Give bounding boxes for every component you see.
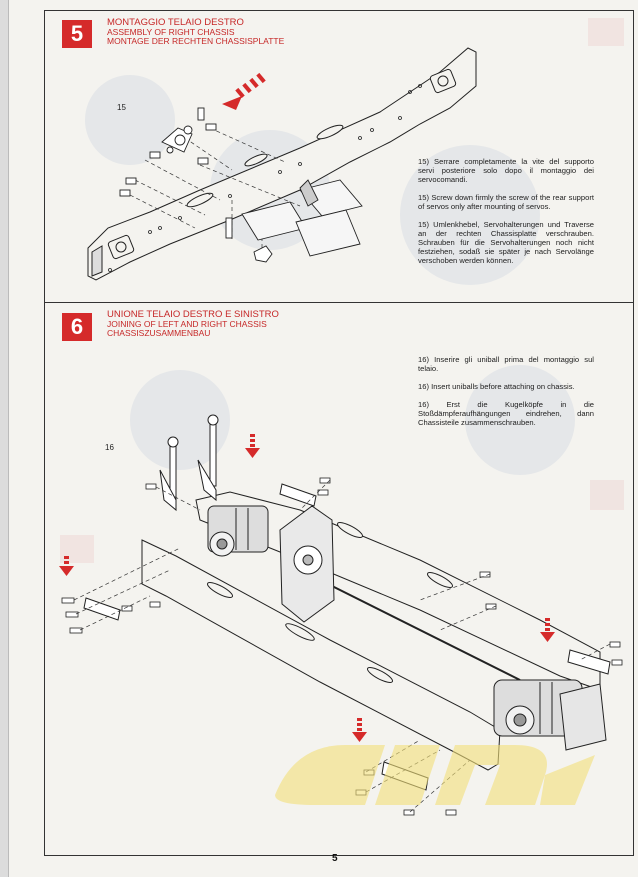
arrow-indicator-5 — [222, 72, 266, 110]
right-chassis-plate — [87, 47, 477, 281]
arrow-indicators-6 — [59, 434, 555, 742]
title-de: CHASSISZUSAMMENBAU — [107, 328, 211, 338]
instruction-en: 15) Screw down firmly the screw of the r… — [418, 193, 594, 211]
page-edge — [0, 0, 9, 877]
gearbox — [279, 505, 335, 623]
servo-mounts — [241, 179, 363, 257]
drive-shaft — [299, 569, 521, 681]
title-en: ASSEMBLY OF RIGHT CHASSIS — [107, 26, 235, 37]
watermark-logo — [275, 745, 595, 805]
title-it: MONTAGGIO TELAIO DESTRO — [107, 17, 244, 28]
shock-towers — [159, 414, 219, 512]
left-chassis-plate — [141, 539, 501, 771]
title-en: JOINING OF LEFT AND RIGHT CHASSIS — [107, 318, 267, 329]
hole-dots — [108, 84, 422, 272]
front-motor — [207, 505, 269, 557]
bellcrank-parts — [119, 107, 273, 263]
instruction-de: 15) Umlenkhebel, Servohalterungen und Tr… — [418, 220, 594, 265]
instruction-en: 16) Insert uniballs before attaching on … — [418, 382, 575, 391]
section6-instructions: 16) Inserire gli uniball prima del monta… — [418, 355, 594, 436]
section-divider — [44, 302, 634, 303]
page-number: 5 — [332, 853, 338, 864]
title-it: UNIONE TELAIO DESTRO E SINISTRO — [107, 309, 279, 320]
section5-instructions: 15) Serrare completamente la vite del su… — [418, 157, 594, 274]
rear-motor — [493, 679, 607, 751]
part-ref-16: 16 — [105, 443, 114, 452]
page-frame — [44, 10, 634, 856]
instruction-de: 16) Erst die Kugelköpfe in die Stoßdämpf… — [418, 400, 594, 427]
step-badge-5: 5 — [62, 20, 92, 48]
section6-title: UNIONE TELAIO DESTRO E SINISTRO JOINING … — [107, 310, 279, 339]
step-badge-6: 6 — [62, 313, 92, 341]
part-ref-15: 15 — [117, 103, 126, 112]
title-de: MONTAGE DER RECHTEN CHASSISPLATTE — [107, 36, 285, 46]
section5-title: MONTAGGIO TELAIO DESTRO ASSEMBLY OF RIGH… — [107, 18, 284, 47]
instruction-it: 15) Serrare completamente la vite del su… — [418, 157, 594, 184]
instruction-it: 16) Inserire gli uniball prima del monta… — [418, 355, 594, 373]
